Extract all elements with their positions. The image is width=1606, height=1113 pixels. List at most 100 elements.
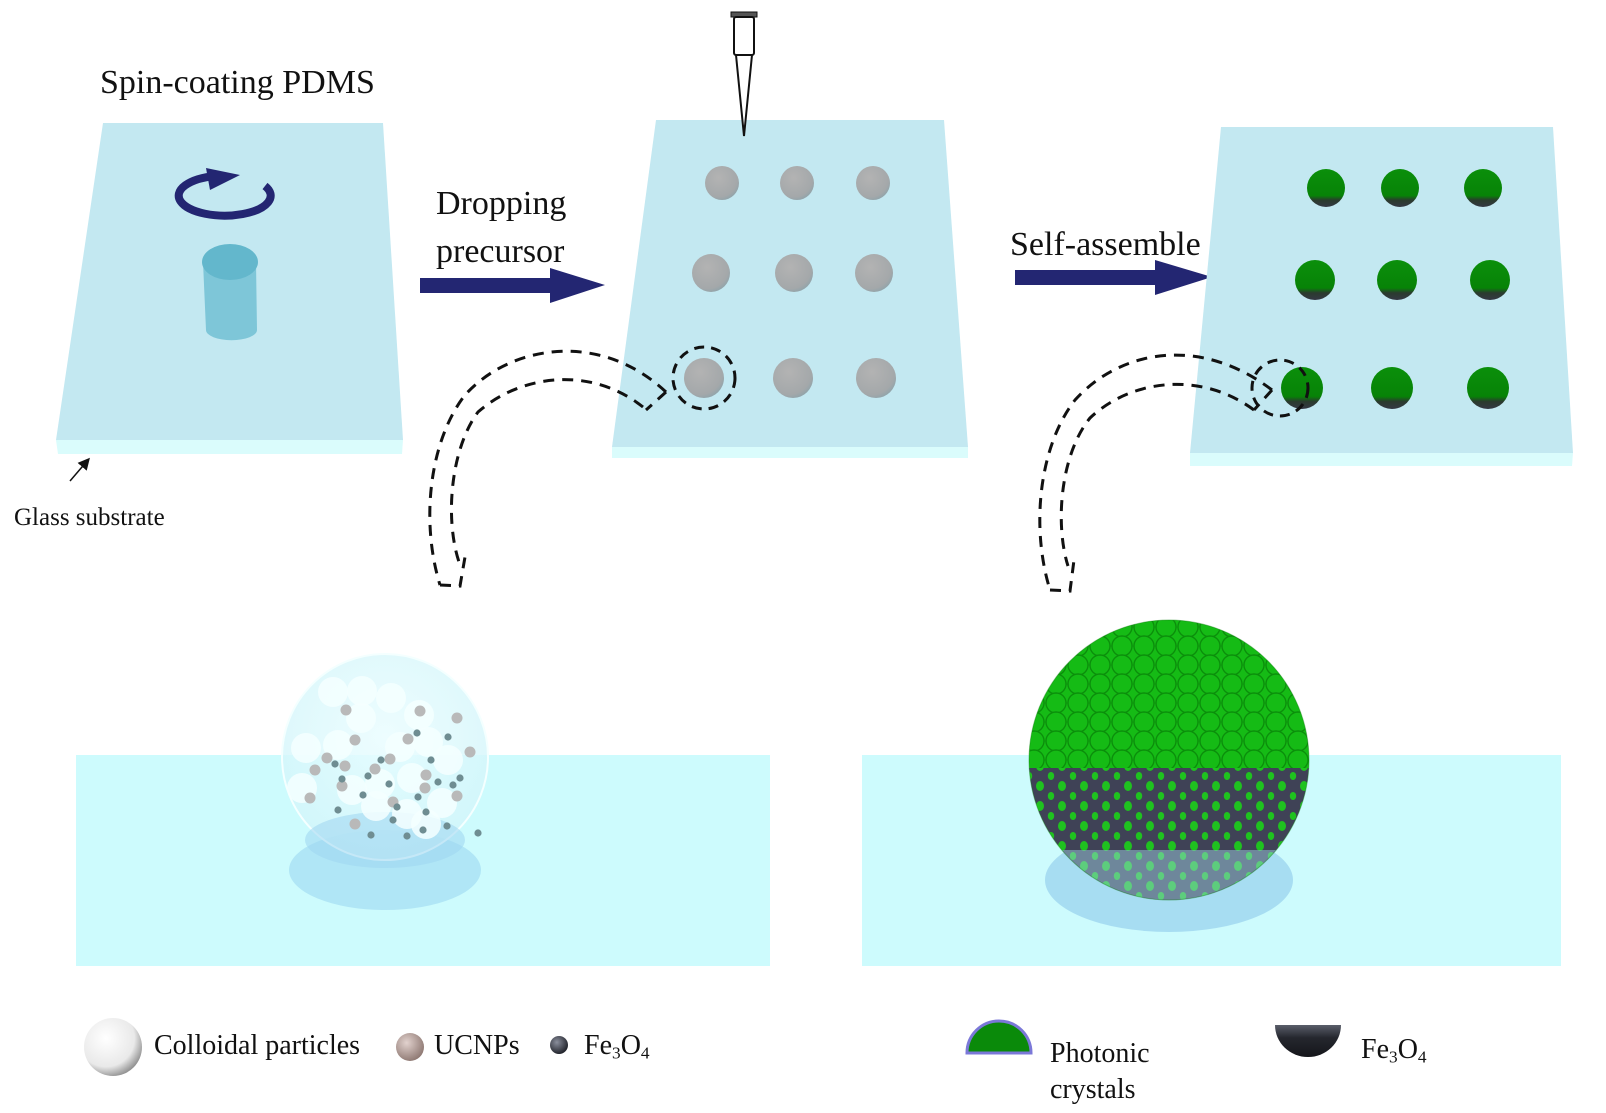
fe-text: Fe <box>1361 1034 1389 1065</box>
legend-fe3o4-label-left: Fe3O4 <box>584 1030 650 1063</box>
ucnp-particle <box>349 734 361 746</box>
precursor-droplet-closeup <box>76 653 770 966</box>
photonic-crystal-dot <box>1307 169 1345 207</box>
glass-edge-2 <box>612 447 968 458</box>
photonic-crystal-dot <box>1281 367 1323 409</box>
ucnp-particle <box>321 752 333 764</box>
fe3o4-particle <box>443 822 451 830</box>
ucnp-particle <box>451 712 463 724</box>
fe3o4-particle <box>444 733 452 741</box>
ucnp-particle <box>419 782 431 794</box>
colloidal-particle <box>346 703 376 733</box>
fe3o4-particle <box>393 803 401 811</box>
glass-substrate-label: Glass substrate <box>14 504 165 531</box>
precursor-droplet-dot <box>684 358 724 398</box>
colloidal-particle <box>361 791 391 821</box>
photonic-crystal-closeup <box>862 619 1561 966</box>
colloidal-particle <box>427 788 457 818</box>
fe3o4-particle <box>434 778 442 786</box>
sub-3: 3 <box>1389 1047 1398 1067</box>
photonic-crystal-dot <box>1377 260 1417 300</box>
ucnp-particle <box>464 746 476 758</box>
fe3o4-particle <box>385 780 393 788</box>
fe3o4-particle <box>338 775 346 783</box>
colloidal-particle <box>376 683 406 713</box>
legend-photonic-line2: crystals <box>1050 1074 1136 1105</box>
precursor-droplet-dot <box>705 166 739 200</box>
fe3o4-particle <box>456 774 464 782</box>
precursor-droplet-dot <box>773 358 813 398</box>
fe3o4-particle <box>334 806 342 814</box>
legend-ucnps-label: UCNPs <box>434 1030 520 1061</box>
glass-substrate-edge <box>56 440 403 454</box>
fe3o4-particle <box>364 772 372 780</box>
photonic-crystal-dot <box>1371 367 1413 409</box>
precursor-droplet-dot <box>775 254 813 292</box>
precursor-droplet-dot <box>855 254 893 292</box>
photonic-crystal-dot <box>1464 169 1502 207</box>
colloidal-particle <box>411 809 441 839</box>
fe3o4-particle <box>422 808 430 816</box>
zoom-arrow-left <box>428 349 668 588</box>
fe3o4-particle <box>414 793 422 801</box>
green-photonic-shell <box>1029 620 1309 770</box>
o-text: O <box>620 1030 641 1061</box>
ucnp-particle <box>414 705 426 717</box>
rotation-icon <box>174 168 275 220</box>
dropping-label-line1: Dropping <box>436 185 567 222</box>
dropping-arrow <box>420 268 605 303</box>
dropping-panel <box>612 11 968 458</box>
fe3o4-particle <box>413 729 421 737</box>
precursor-particles <box>287 676 482 840</box>
ucnp-particle <box>420 769 432 781</box>
spin-coating-panel <box>56 123 403 482</box>
photonic-grid <box>1281 169 1510 409</box>
precursor-droplet-dot <box>780 166 814 200</box>
colloidal-particle <box>347 676 377 706</box>
ucnp-particle <box>339 760 351 772</box>
colloidal-particle <box>397 763 427 793</box>
ucnp-particle <box>349 818 361 830</box>
ucnp-particle <box>336 780 348 792</box>
spin-coating-label: Spin-coating PDMS <box>100 64 375 101</box>
ucnp-particle <box>340 704 352 716</box>
ucnp-particle <box>402 733 414 745</box>
glass-edge-3 <box>1190 453 1573 466</box>
fe3o4-particle-icon <box>550 1036 568 1054</box>
colloidal-particle <box>413 727 443 757</box>
self-assemble-panel <box>1190 127 1573 466</box>
ucnp-particle <box>369 763 381 775</box>
fe3o4-particle <box>474 829 482 837</box>
ucnp-particle <box>451 790 463 802</box>
o-text: O <box>1397 1034 1418 1065</box>
colloidal-particle <box>433 745 463 775</box>
photonic-crystal-dot <box>1470 260 1510 300</box>
fe3o4-hemisphere-icon <box>1275 1025 1341 1057</box>
fe3o4-particle <box>367 831 375 839</box>
precursor-droplet-dot <box>692 254 730 292</box>
legend-fe3o4-label-right: Fe3O4 <box>1361 1034 1427 1067</box>
precursor-droplet-dot <box>856 166 890 200</box>
highlight-circle-droplet <box>671 345 737 411</box>
sub-4: 4 <box>1417 1047 1427 1067</box>
self-assemble-label: Self-assemble <box>1010 226 1201 263</box>
precursor-droplet-dot <box>856 358 896 398</box>
fe3o4-particle <box>331 760 339 768</box>
fe3o4-particle <box>449 781 457 789</box>
pipette-icon <box>730 11 758 137</box>
sub-3: 3 <box>612 1043 621 1063</box>
photonic-crystal-dot <box>1467 367 1509 409</box>
ucnp-icon <box>396 1033 424 1061</box>
legend-colloidal-label: Colloidal particles <box>154 1030 361 1061</box>
dropping-label-line2: precursor <box>436 233 565 270</box>
fe-text: Fe <box>584 1030 612 1061</box>
photonic-crystal-dot <box>1381 169 1419 207</box>
colloidal-particle <box>318 677 348 707</box>
pdms-cylinder <box>202 244 258 341</box>
droplet-grid <box>684 166 896 398</box>
zoom-arrow-right <box>1038 353 1274 593</box>
fe3o4-particle <box>419 826 427 834</box>
fe3o4-particle <box>389 816 397 824</box>
self-assemble-arrow <box>1015 260 1212 295</box>
ucnp-particle <box>304 792 316 804</box>
